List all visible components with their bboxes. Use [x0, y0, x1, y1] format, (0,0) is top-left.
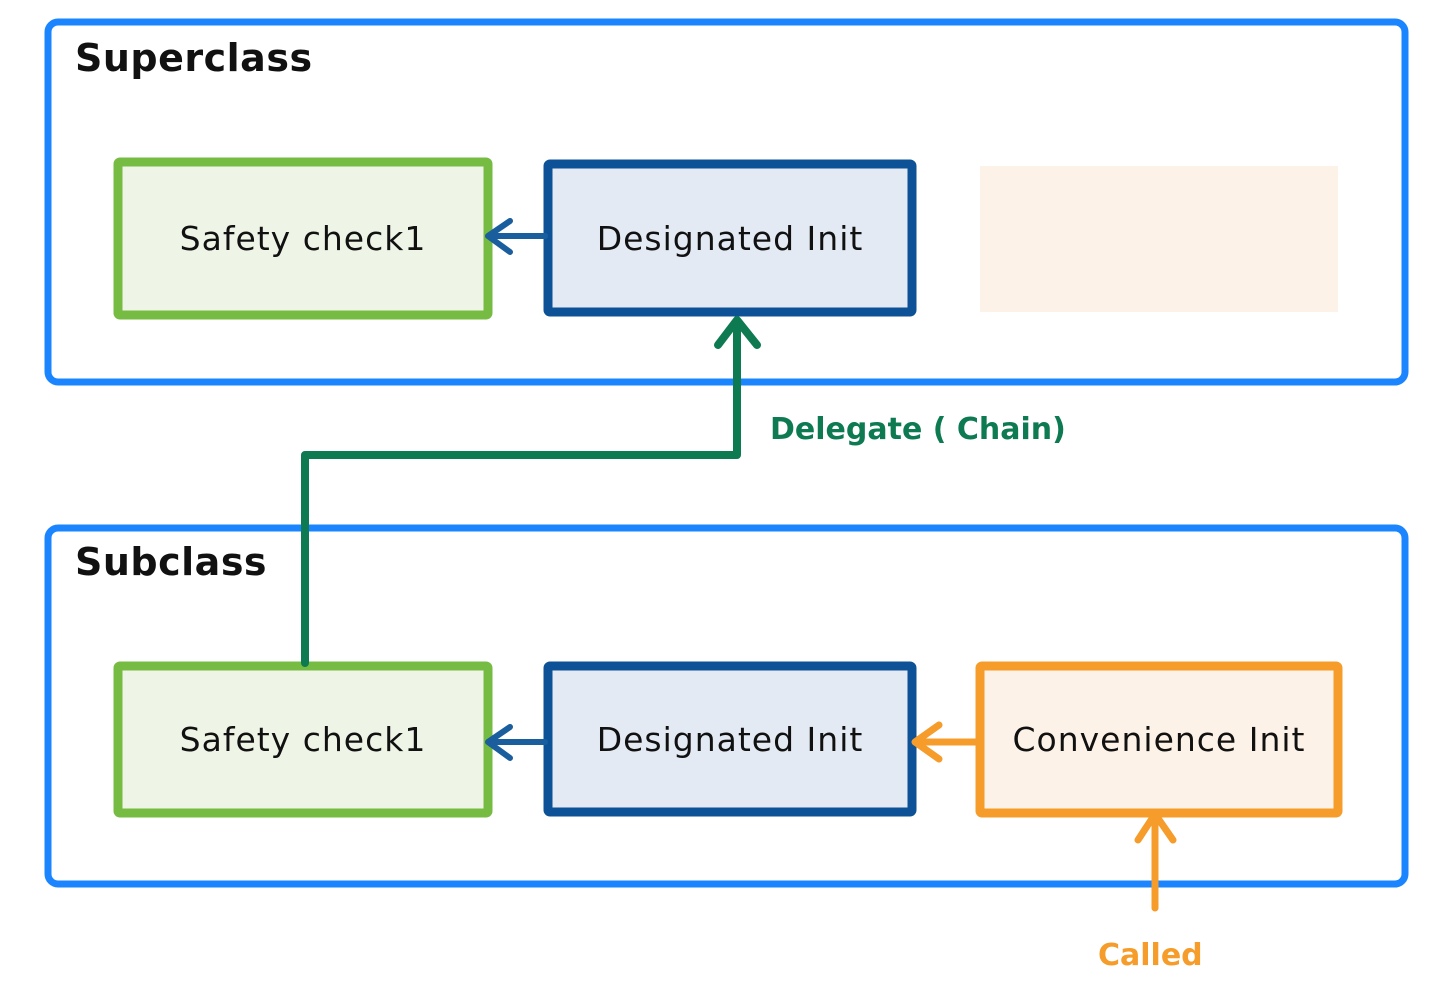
node-sub-convenience-init[interactable]	[975, 661, 1343, 818]
node-label-super-ghost-slot	[980, 166, 1338, 312]
node-label-sub-designated-init: Designated Init	[596, 719, 864, 759]
edge-label-called: Called	[1098, 938, 1203, 973]
container-title-subclass: Subclass	[75, 540, 268, 584]
node-sub-designated-init[interactable]	[543, 661, 917, 817]
arrow-called	[1134, 810, 1177, 912]
label-wrap-sub-convenience-init: Convenience Init	[980, 666, 1338, 813]
label-wrap-super-designated-init: Designated Init	[548, 164, 912, 312]
node-super-ghost-slot	[980, 166, 1338, 312]
node-label-super-designated-init: Designated Init	[596, 218, 864, 258]
container-subclass	[44, 524, 1409, 888]
label-wrap-super-safety-check: Safety check1	[118, 162, 488, 315]
arrow-delegate-chain	[301, 316, 761, 667]
node-label-sub-safety-check: Safety check1	[179, 720, 427, 759]
container-title-superclass: Superclass	[75, 36, 313, 80]
arrow-convenience-to-designated	[911, 721, 981, 763]
container-superclass	[44, 18, 1409, 386]
label-wrap-sub-safety-check: Safety check1	[118, 666, 488, 813]
label-wrap-super-ghost-slot	[980, 166, 1338, 312]
node-label-sub-convenience-init: Convenience Init	[1012, 720, 1306, 759]
edge-label-delegate-chain: Delegate ( Chain)	[770, 412, 1066, 447]
arrow-super-init-to-check	[485, 218, 548, 255]
node-label-super-safety-check: Safety check1	[179, 219, 427, 258]
label-wrap-sub-designated-init: Designated Init	[548, 666, 912, 812]
node-super-designated-init[interactable]	[543, 159, 917, 317]
arrow-sub-init-to-check	[485, 724, 548, 761]
